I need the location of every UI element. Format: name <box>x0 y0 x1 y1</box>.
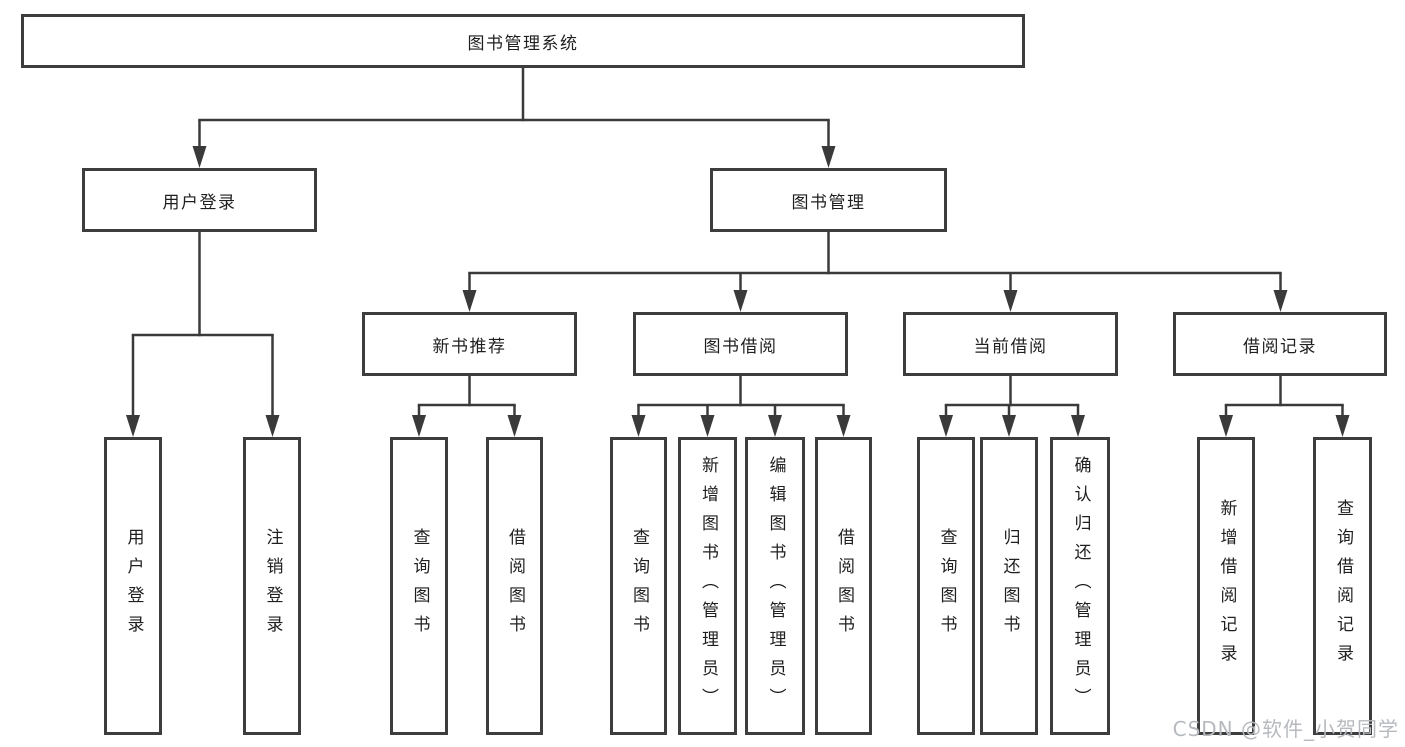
connector-user-login-children <box>126 232 280 437</box>
watermark: CSDN @软件_小贺同学 <box>1172 717 1399 741</box>
leaf-query-borrow-record: 查询借阅记录 <box>1313 437 1372 735</box>
connector-current-borrow-children <box>939 376 1085 437</box>
node-new-book-recommend: 新书推荐 <box>362 312 577 376</box>
leaf-add-books-admin: 新增图书（管理员） <box>678 437 737 735</box>
leaf-borrow-books-recommend: 借阅图书 <box>486 437 543 735</box>
leaf-confirm-return-admin: 确认归还（管理员） <box>1050 437 1110 735</box>
leaf-query-books-current: 查询图书 <box>917 437 975 735</box>
leaf-edit-books-admin: 编辑图书（管理员） <box>745 437 805 735</box>
node-book-borrowing: 图书借阅 <box>633 312 848 376</box>
leaf-query-books-recommend: 查询图书 <box>390 437 448 735</box>
leaf-query-books-borrowing: 查询图书 <box>610 437 667 735</box>
node-book-management: 图书管理 <box>710 168 947 232</box>
leaf-borrow-books-borrowing: 借阅图书 <box>815 437 872 735</box>
connector-book-borrow-children <box>631 376 851 437</box>
leaf-logout-login: 注销登录 <box>243 437 301 735</box>
node-root: 图书管理系统 <box>21 14 1025 68</box>
connector-borrow-record-children <box>1219 376 1350 437</box>
node-user-login: 用户登录 <box>82 168 317 232</box>
leaf-add-borrow-record: 新增借阅记录 <box>1197 437 1255 735</box>
node-current-borrowing: 当前借阅 <box>903 312 1118 376</box>
connector-new-book-children <box>412 376 522 437</box>
node-borrowing-records: 借阅记录 <box>1173 312 1387 376</box>
connector-root-to-level2 <box>192 68 836 168</box>
leaf-return-books: 归还图书 <box>980 437 1038 735</box>
leaf-user-login: 用户登录 <box>104 437 162 735</box>
connector-book-mgmt-to-level3 <box>462 232 1288 312</box>
